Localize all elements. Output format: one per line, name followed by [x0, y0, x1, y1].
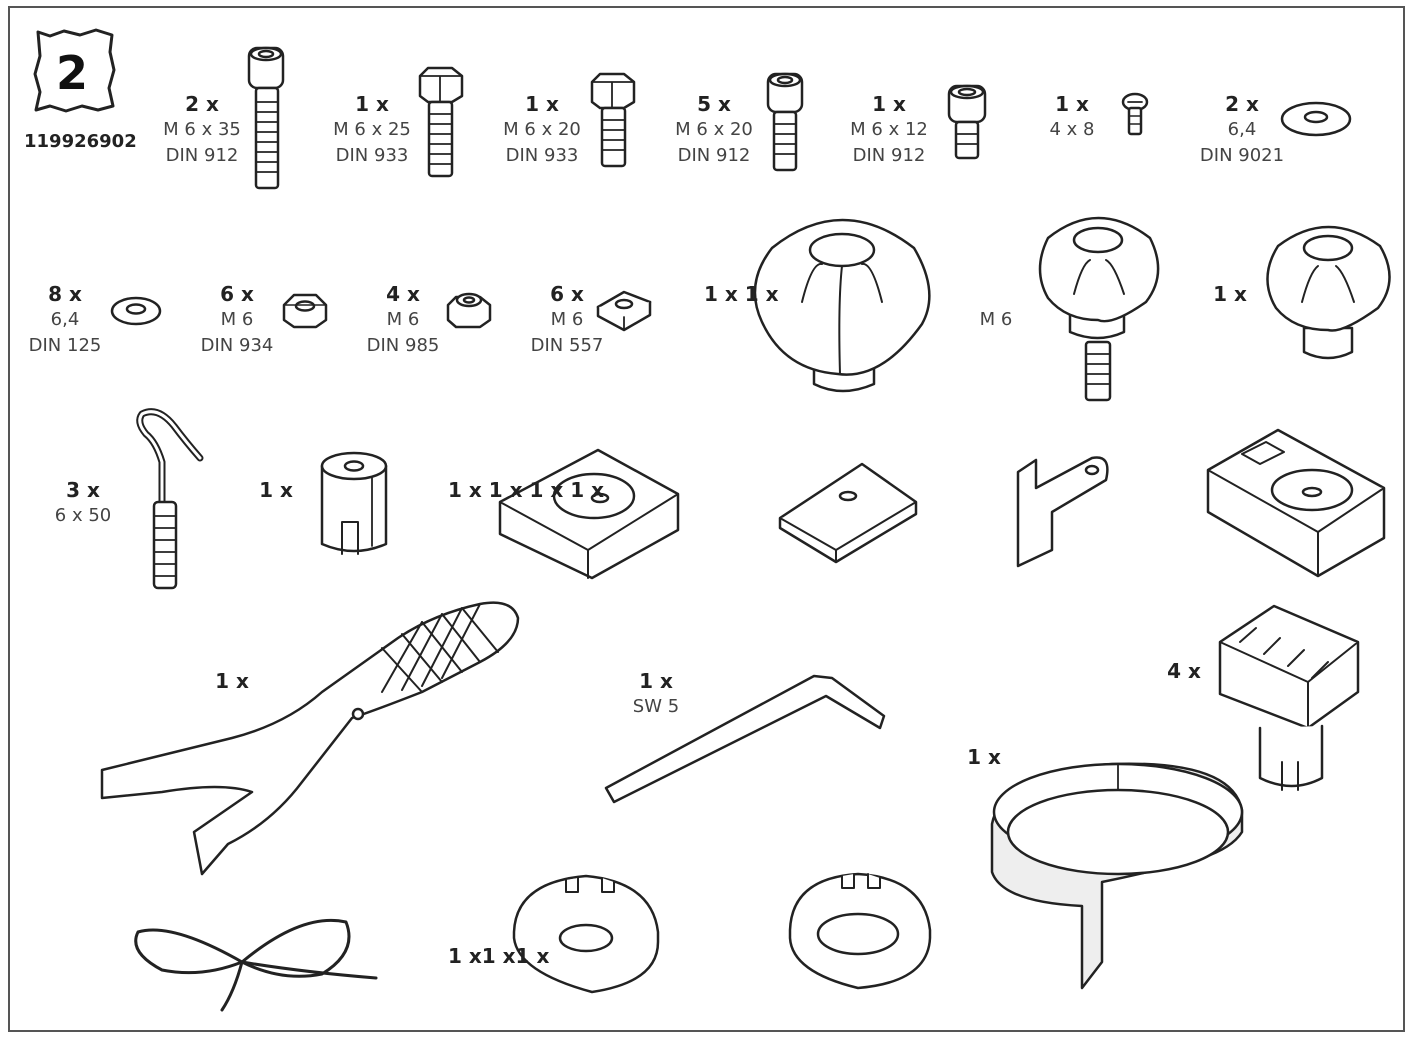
allen-key-icon — [604, 674, 886, 804]
socket-cap-screw-icon — [947, 84, 987, 160]
part-label: 1 x — [1202, 281, 1258, 307]
small-screw-icon — [1121, 92, 1149, 136]
part-label: 1 x M 6 x 12 DIN 912 — [839, 91, 939, 169]
part-quantity: 5 x — [697, 92, 731, 116]
lock-nut-icon — [446, 292, 492, 329]
part-quantity: 8 x — [48, 282, 82, 306]
part-label: 5 x M 6 x 20 DIN 912 — [664, 91, 764, 169]
ring-nut-icon — [788, 872, 932, 990]
part-quantity: 1 x — [1213, 282, 1247, 306]
part-quantity: 2 x — [1225, 92, 1259, 116]
part-size: M 6 x 12 — [850, 119, 928, 140]
part-label: 1 x1 x1 x — [448, 943, 568, 969]
hex-nut-icon — [282, 293, 328, 329]
part-label: 2 x 6,4 DIN 9021 — [1192, 91, 1292, 169]
clamp-block-icon — [1218, 604, 1360, 791]
part-size: M 6 x 20 — [503, 119, 581, 140]
part-label: 3 x 6 x 50 — [46, 477, 120, 529]
part-quantity: 1 x — [1055, 92, 1089, 116]
wrench-tool-icon — [100, 601, 520, 876]
part-size: 6,4 — [1227, 119, 1257, 140]
knob-icon — [753, 218, 931, 393]
part-quantity: 6 x — [220, 282, 254, 306]
part-quantity: 2 x — [185, 92, 219, 116]
string-cord-icon — [134, 918, 378, 1012]
strap-band-icon — [990, 762, 1244, 990]
part-label: 8 x 6,4 DIN 125 — [22, 281, 108, 359]
part-label: 2 x M 6 x 35 DIN 912 — [152, 91, 252, 169]
housing-block-icon — [1206, 428, 1386, 578]
parts-bag-icon: 2 — [33, 28, 116, 113]
instruction-sheet: 2 — [8, 6, 1405, 1032]
part-quantity: 1 x — [215, 669, 249, 693]
part-standard: DIN 933 — [505, 145, 579, 166]
part-size: M 6 — [550, 309, 584, 330]
part-standard: DIN 934 — [200, 335, 274, 356]
part-label: 1 x — [206, 668, 258, 694]
part-quantity: 4 x — [1167, 659, 1201, 683]
mounting-plate-icon — [498, 448, 680, 580]
part-label: M 6 — [968, 307, 1024, 333]
part-quantity: 1 x 1 x — [704, 282, 779, 306]
part-standard: DIN 912 — [165, 145, 239, 166]
knob-icon — [1266, 225, 1391, 360]
part-label: 6 x M 6 DIN 557 — [520, 281, 614, 359]
part-standard: DIN 125 — [28, 335, 102, 356]
part-quantity: 1 x — [355, 92, 389, 116]
part-label: 6 x M 6 DIN 934 — [190, 281, 284, 359]
part-size: M 6 — [220, 309, 254, 330]
part-label: 1 x M 6 x 20 DIN 933 — [492, 91, 592, 169]
large-washer-icon — [1280, 101, 1352, 137]
part-label: 1 x 1 x — [704, 281, 788, 307]
part-quantity: 3 x — [66, 478, 100, 502]
part-size: M 6 — [979, 309, 1013, 330]
part-size: 6,4 — [50, 309, 80, 330]
part-label: 1 x M 6 x 25 DIN 933 — [322, 91, 422, 169]
socket-cap-screw-icon — [766, 72, 804, 172]
part-quantity: 1 x — [872, 92, 906, 116]
spacer-sleeve-icon — [320, 451, 388, 555]
part-quantity: 1 x — [639, 669, 673, 693]
part-label: 1 x — [250, 477, 302, 503]
step-number: 2 — [56, 46, 88, 100]
hex-bolt-icon — [590, 72, 636, 168]
part-standard: DIN 557 — [530, 335, 604, 356]
threaded-knob-icon — [1038, 216, 1160, 402]
part-size: 4 x 8 — [1049, 119, 1095, 140]
screw-hook-icon — [136, 408, 204, 590]
part-quantity: 6 x — [550, 282, 584, 306]
square-nut-icon — [596, 290, 652, 332]
part-size: M 6 x 20 — [675, 119, 753, 140]
part-label: 4 x M 6 DIN 985 — [356, 281, 450, 359]
part-size: M 6 x 25 — [333, 119, 411, 140]
part-standard: DIN 912 — [677, 145, 751, 166]
part-standard: DIN 933 — [335, 145, 409, 166]
part-quantity: 1 x — [525, 92, 559, 116]
part-standard: DIN 9021 — [1199, 145, 1285, 166]
part-quantity: 1 x 1 x 1 x 1 x — [448, 478, 605, 502]
slider-block-icon — [778, 462, 918, 564]
article-number: 119926902 — [24, 131, 137, 152]
ring-nut-icon — [512, 874, 660, 994]
part-label: 1 x SW 5 — [624, 668, 688, 720]
part-label: 1 x — [958, 744, 1010, 770]
part-quantity: 1 x — [259, 478, 293, 502]
part-label: 4 x — [1158, 658, 1210, 684]
part-label: 1 x 4 x 8 — [1032, 91, 1112, 143]
part-standard: DIN 985 — [366, 335, 440, 356]
part-size: M 6 x 35 — [163, 119, 241, 140]
hex-bolt-icon — [418, 66, 464, 178]
bracket-plate-icon — [1016, 456, 1109, 568]
part-quantity: 1 x — [967, 745, 1001, 769]
part-size: SW 5 — [632, 696, 680, 717]
part-standard: DIN 912 — [852, 145, 926, 166]
part-quantity: 4 x — [386, 282, 420, 306]
part-size: 6 x 50 — [54, 505, 112, 526]
part-quantity: 1 x1 x1 x — [448, 944, 550, 968]
washer-icon — [110, 296, 162, 326]
part-size: M 6 — [386, 309, 420, 330]
socket-cap-screw-icon — [247, 46, 285, 190]
part-label: 1 x 1 x 1 x 1 x — [448, 477, 605, 503]
parts-illustration: 2 — [33, 28, 1391, 1012]
